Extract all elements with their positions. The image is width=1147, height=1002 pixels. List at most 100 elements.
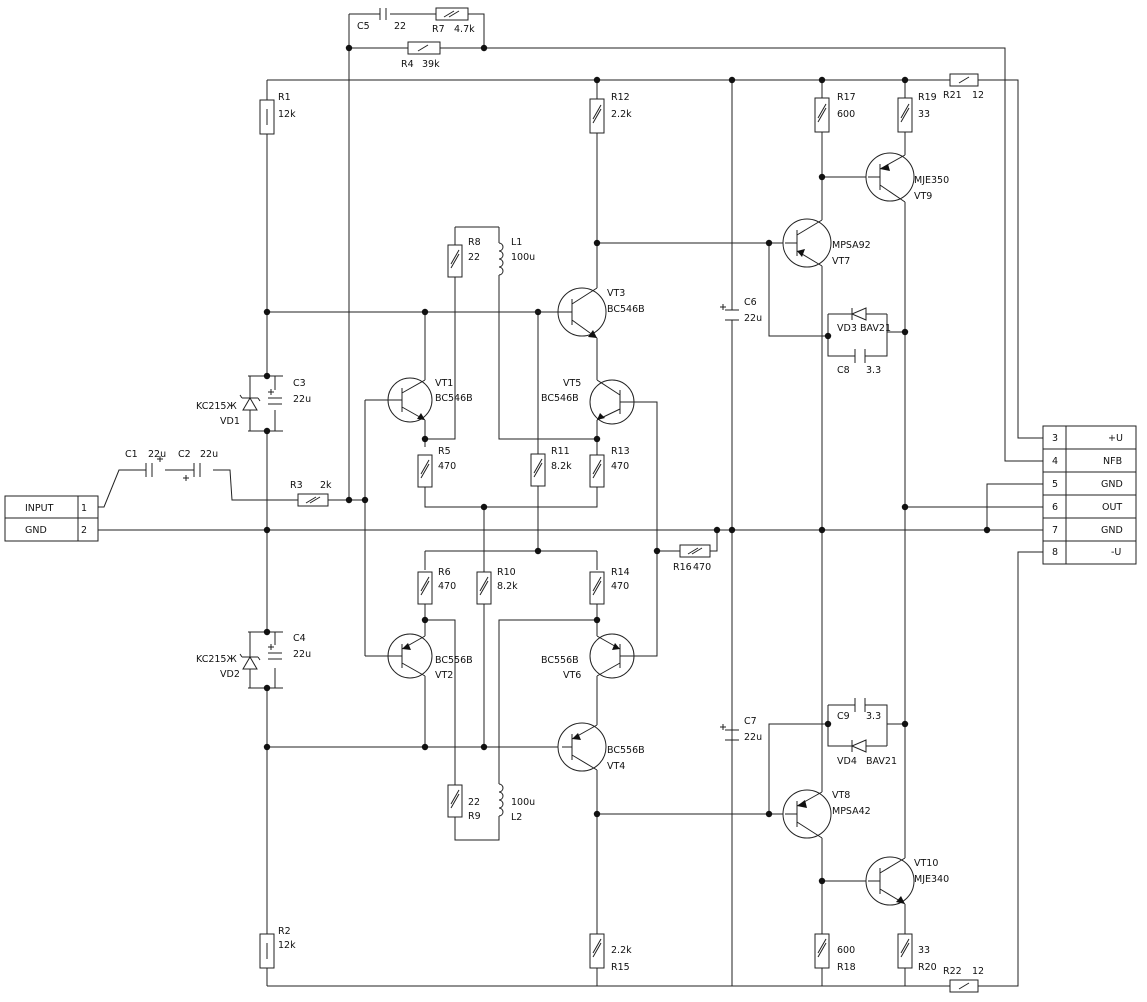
vt10-ref: VT10 bbox=[914, 858, 938, 869]
r20-value: 33 bbox=[918, 945, 930, 956]
capacitor-c7 bbox=[720, 724, 739, 741]
vt4-type: BC556B bbox=[607, 745, 645, 756]
pin-4-label: NFB bbox=[1103, 456, 1122, 467]
c7-ref: C7 bbox=[744, 716, 757, 727]
vd3-type: BAV21 bbox=[860, 323, 891, 334]
r20-ref: R20 bbox=[918, 962, 937, 973]
transistor-vt10 bbox=[865, 856, 915, 906]
vt2-ref: VT2 bbox=[435, 670, 453, 681]
resistor-r2 bbox=[259, 933, 275, 969]
l2-ref: L2 bbox=[511, 812, 522, 823]
diode-vd4 bbox=[850, 739, 867, 753]
r2-ref: R2 bbox=[278, 926, 291, 937]
r16-ref: R16 bbox=[673, 562, 692, 573]
resistor-r13 bbox=[589, 454, 605, 488]
transistor-vt3 bbox=[533, 287, 607, 339]
resistor-r1 bbox=[259, 99, 275, 135]
pin-8-number: 8 bbox=[1052, 547, 1058, 558]
r8-value: 22 bbox=[468, 252, 480, 263]
pin-3-number: 3 bbox=[1052, 433, 1058, 444]
l1-value: 100u bbox=[511, 252, 535, 263]
c3-value: 22u bbox=[293, 394, 311, 405]
r9-value: 22 bbox=[468, 797, 480, 808]
r10-ref: R10 bbox=[497, 567, 516, 578]
transistor-vt8 bbox=[782, 789, 832, 839]
pin-3-label: +U bbox=[1108, 433, 1123, 444]
resistor-r15 bbox=[589, 933, 605, 969]
transistors: VT1 BC546B BC556B VT2 VT3 BC546B BC556B … bbox=[387, 152, 949, 906]
pin-6-number: 6 bbox=[1052, 502, 1058, 513]
capacitor-c1 bbox=[145, 456, 163, 477]
resistor-r4 bbox=[407, 41, 441, 55]
resistor-r11 bbox=[530, 453, 546, 487]
vt1-type: BC546B bbox=[435, 393, 473, 404]
c7-value: 22u bbox=[744, 732, 762, 743]
gnd-connector-pin: 2 bbox=[81, 525, 87, 536]
output-connector: 3 +U 4 NFB 5 GND 6 OUT 7 GND 8 -U bbox=[1042, 425, 1137, 565]
resistor-r16 bbox=[679, 544, 711, 558]
transistor-vt4 bbox=[557, 722, 607, 772]
c4-value: 22u bbox=[293, 649, 311, 660]
r15-value: 2.2k bbox=[611, 945, 632, 956]
r22-value: 12 bbox=[972, 966, 984, 977]
vt5-type: BC546B bbox=[541, 393, 579, 404]
r21-ref: R21 bbox=[943, 90, 962, 101]
pin-7-label: GND bbox=[1101, 525, 1123, 536]
pin-8-label: -U bbox=[1111, 547, 1121, 558]
r8-ref: R8 bbox=[468, 237, 481, 248]
transistor-vt9 bbox=[865, 152, 915, 203]
resistor-r6 bbox=[417, 571, 433, 605]
capacitor-c4 bbox=[268, 644, 282, 660]
r19-value: 33 bbox=[918, 109, 930, 120]
r17-ref: R17 bbox=[837, 92, 856, 103]
c9-ref: C9 bbox=[837, 711, 850, 722]
l1-ref: L1 bbox=[511, 237, 522, 248]
c2-value: 22u bbox=[200, 449, 218, 460]
resistor-r14 bbox=[589, 571, 605, 605]
vd2-type: KC215Ж bbox=[196, 654, 237, 665]
r19-ref: R19 bbox=[918, 92, 937, 103]
resistor-r19 bbox=[897, 97, 913, 133]
pin-5-number: 5 bbox=[1052, 479, 1058, 490]
c4-ref: C4 bbox=[293, 633, 306, 644]
input-connector-label: INPUT bbox=[25, 503, 54, 514]
resistor-r5 bbox=[417, 454, 433, 488]
resistor-r3 bbox=[297, 493, 329, 507]
c8-value: 3.3 bbox=[866, 365, 881, 376]
transistor-vt6 bbox=[589, 633, 635, 679]
vd3-ref: VD3 bbox=[837, 323, 857, 334]
r14-value: 470 bbox=[611, 581, 629, 592]
vt1-ref: VT1 bbox=[435, 378, 453, 389]
vt4-ref: VT4 bbox=[607, 761, 625, 772]
vd4-ref: VD4 bbox=[837, 756, 857, 767]
r16-value: 470 bbox=[693, 562, 711, 573]
r10-value: 8.2k bbox=[497, 581, 518, 592]
pin-7-number: 7 bbox=[1052, 525, 1058, 536]
vt3-type: BC546B bbox=[607, 304, 645, 315]
r12-ref: R12 bbox=[611, 92, 630, 103]
r21-value: 12 bbox=[972, 90, 984, 101]
c8-ref: C8 bbox=[837, 365, 850, 376]
r15-ref: R15 bbox=[611, 962, 630, 973]
capacitor-c8 bbox=[854, 349, 866, 363]
r7-ref: R7 bbox=[432, 24, 445, 35]
c6-ref: C6 bbox=[744, 297, 757, 308]
zener-vd2 bbox=[239, 647, 261, 670]
r6-ref: R6 bbox=[438, 567, 451, 578]
resistor-r10 bbox=[476, 571, 492, 605]
resistor-r22 bbox=[949, 979, 979, 993]
c5-ref: C5 bbox=[357, 21, 370, 32]
vd1-ref: VD1 bbox=[220, 416, 240, 427]
r1-ref: R1 bbox=[278, 92, 291, 103]
transistor-vt5 bbox=[589, 379, 635, 425]
resistor-r8 bbox=[447, 244, 463, 278]
vt3-ref: VT3 bbox=[607, 288, 625, 299]
capacitor-c3 bbox=[268, 389, 282, 405]
resistor-r21 bbox=[949, 73, 979, 87]
transistor-vt1 bbox=[387, 377, 433, 423]
vt8-ref: VT8 bbox=[832, 790, 850, 801]
r5-ref: R5 bbox=[438, 446, 451, 457]
vt6-type: BC556B bbox=[541, 655, 579, 666]
c2-ref: C2 bbox=[178, 449, 191, 460]
